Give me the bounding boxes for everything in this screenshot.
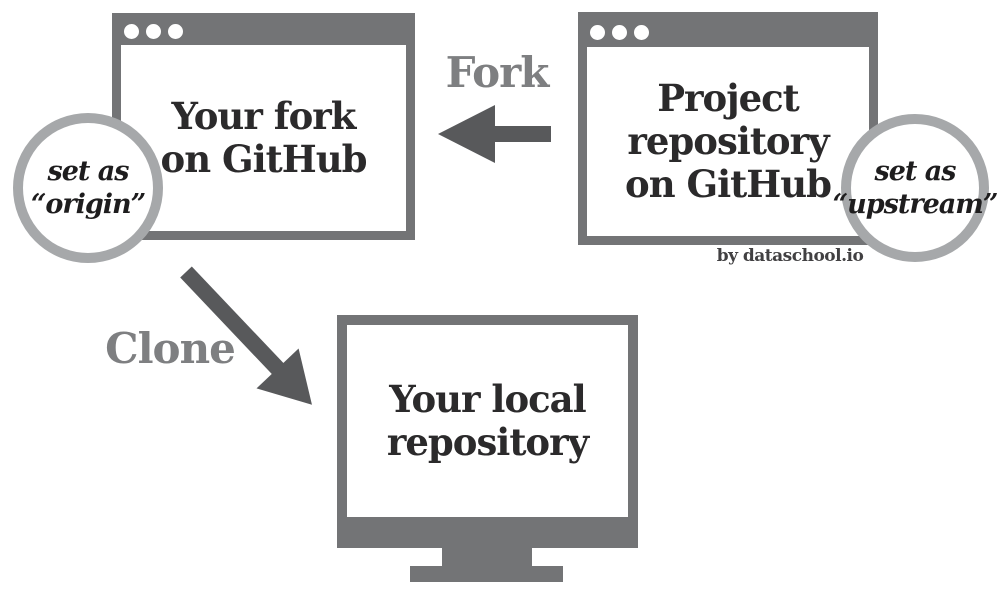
- project-window-body: Project repository on GitHub: [587, 47, 869, 236]
- project-window-title-line3: on GitHub: [625, 162, 832, 206]
- window-dot-icon: [168, 24, 183, 39]
- local-monitor-title: Your local repository: [386, 377, 589, 464]
- fork-window: Your fork on GitHub: [112, 13, 415, 240]
- fork-window-titlebar: [112, 13, 415, 45]
- window-dot-icon: [124, 24, 139, 39]
- upstream-badge-line2: “upstream”: [832, 189, 999, 220]
- fork-window-title: Your fork on GitHub: [160, 94, 368, 181]
- fork-arrow-head: [438, 105, 495, 163]
- local-monitor-title-line2: repository: [386, 420, 589, 464]
- project-window: Project repository on GitHub: [578, 12, 878, 245]
- monitor-stand-neck: [442, 548, 532, 567]
- fork-label: Fork: [445, 48, 550, 97]
- credit-text: by dataschool.io: [716, 246, 864, 266]
- window-dot-icon: [590, 24, 605, 40]
- fork-window-title-line1: Your fork: [171, 94, 357, 138]
- fork-arrow-shaft: [493, 126, 551, 142]
- origin-badge-line2: “origin”: [30, 189, 146, 220]
- window-dot-icon: [146, 24, 161, 39]
- fork-window-title-line2: on GitHub: [160, 137, 368, 181]
- project-window-title-line2: repository: [627, 119, 829, 163]
- upstream-badge-text: set as “upstream”: [832, 155, 999, 221]
- fork-arrow-icon: [438, 105, 551, 163]
- clone-label: Clone: [105, 324, 236, 373]
- local-monitor-screen: Your local repository: [347, 325, 628, 517]
- window-dot-icon: [634, 24, 649, 40]
- origin-badge: set as “origin”: [13, 113, 163, 263]
- upstream-badge-line1: set as: [874, 156, 957, 187]
- origin-badge-text: set as “origin”: [30, 155, 146, 221]
- fork-window-body: Your fork on GitHub: [121, 45, 406, 231]
- origin-badge-line1: set as: [47, 156, 130, 187]
- local-monitor: Your local repository: [337, 315, 638, 548]
- window-dot-icon: [612, 24, 627, 40]
- local-monitor-title-line1: Your local: [389, 377, 586, 421]
- project-window-title-line1: Project: [657, 76, 800, 120]
- monitor-stand-base: [410, 566, 563, 582]
- upstream-badge: set as “upstream”: [833, 114, 998, 262]
- project-window-title: Project repository on GitHub: [625, 76, 832, 206]
- project-window-titlebar: [578, 12, 878, 47]
